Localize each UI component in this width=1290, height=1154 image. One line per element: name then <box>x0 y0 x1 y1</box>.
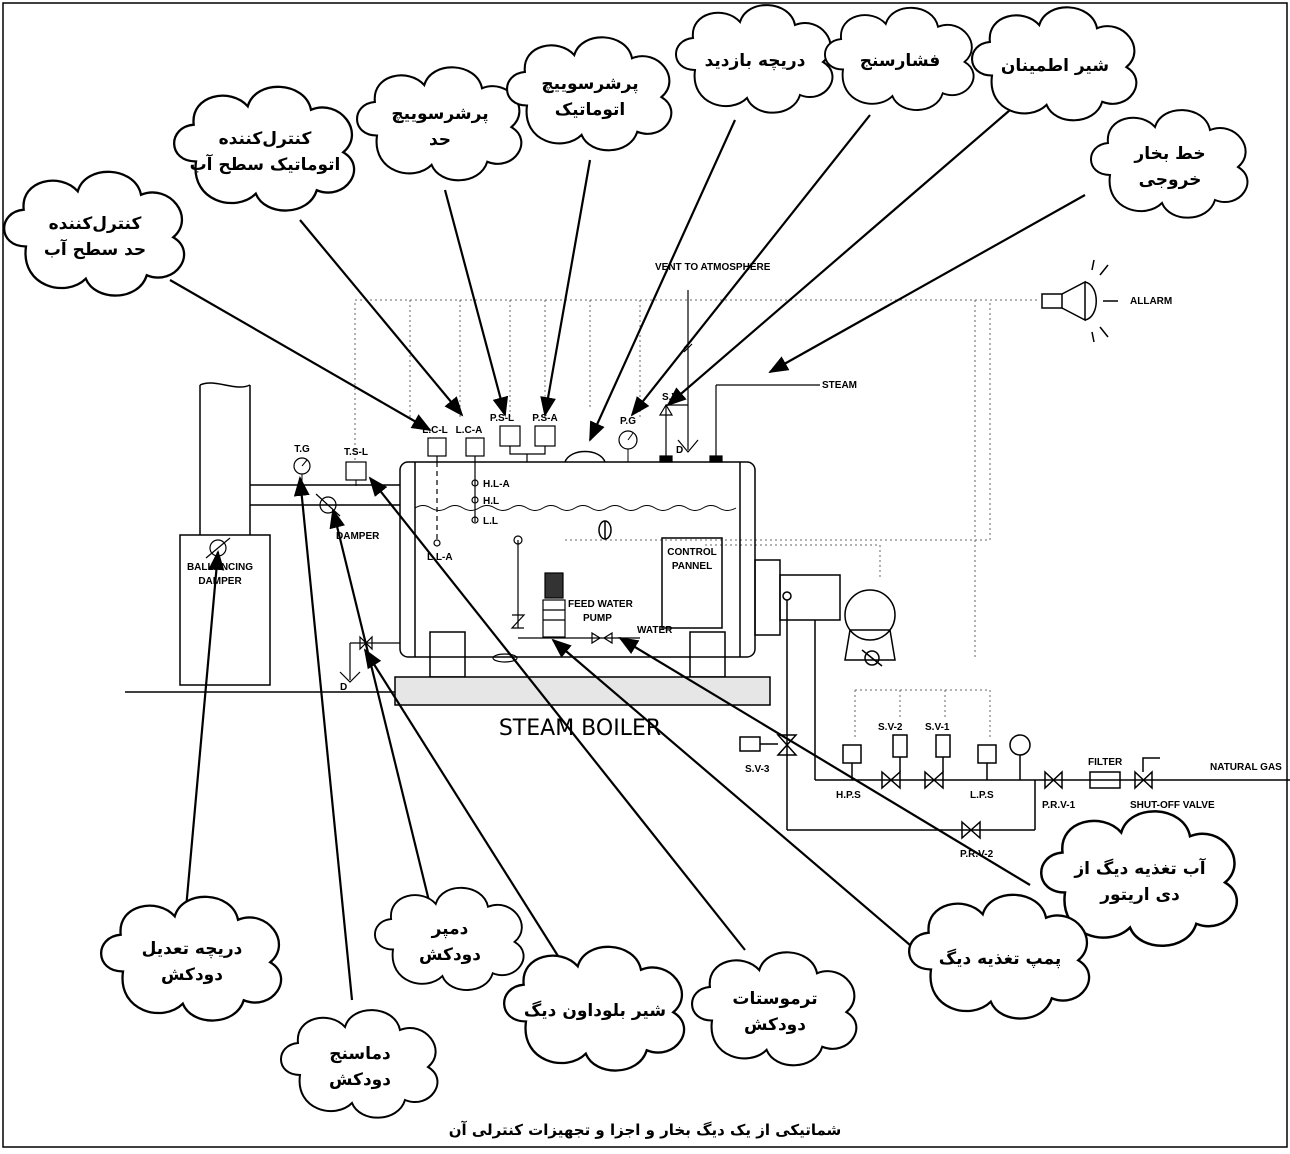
d-label-1: D <box>676 445 683 456</box>
control-pannel-label-2: PANNEL <box>672 561 712 572</box>
callout-text: کنترل‌کننده <box>219 129 312 149</box>
callout-text: دودکش <box>419 945 481 965</box>
ll-label: L.L <box>483 516 498 527</box>
shutoff-label: SHUT-OFF VALVE <box>1130 800 1215 811</box>
callout-text: خط بخار <box>1133 144 1205 164</box>
callout-text: دودکش <box>161 965 223 985</box>
callout-text: دمپر <box>431 919 469 939</box>
leader-arrows <box>169 109 1086 1001</box>
steam-boiler-title: STEAM BOILER <box>499 716 661 741</box>
callout-text: حد سطح آب <box>44 238 146 260</box>
callout-text: آب تغذیه دیگ از <box>1073 857 1206 879</box>
feed-water-label-1: FEED WATER <box>568 599 634 610</box>
stack-thermometer-icon <box>293 457 311 486</box>
callout-text: دریچه تعدیل <box>142 939 243 959</box>
callout-cloud: شیر اطمینان <box>970 6 1138 122</box>
callout-cloud: کنترل‌کننده اتوماتیک سطح آب <box>172 85 356 212</box>
safety-valve <box>658 290 820 463</box>
callout-text: پرشرسوییچ <box>391 104 488 124</box>
callout-cloud: پمپ تغذیه دیگ <box>907 893 1091 1020</box>
stack-damper-icon <box>315 493 341 517</box>
callout-text: دریچه بازدید <box>705 51 806 71</box>
lla-label: L.L-A <box>427 552 453 563</box>
psa-label: P.S-A <box>532 413 557 424</box>
callout-text: شیر اطمینان <box>1001 56 1109 76</box>
allarm-label: ALLARM <box>1130 296 1172 307</box>
callout-text: دودکش <box>329 1070 391 1090</box>
psl-label: P.S-L <box>490 413 514 424</box>
callout-text: خروجی <box>1139 170 1202 190</box>
callout-text: فشارسنج <box>860 51 941 71</box>
callout-text: کنترل‌کننده <box>49 214 142 234</box>
callout-cloud: فشارسنج <box>823 6 975 111</box>
prv1-label: P.R.V-1 <box>1042 800 1076 811</box>
callout-cloud: ترموستات دودکش <box>690 951 858 1067</box>
hl-label: H.L <box>483 496 499 507</box>
callout-text: اتوماتیک سطح آب <box>190 153 341 175</box>
callout-cloud: پرشرسوییچ اتوماتیک <box>505 36 673 152</box>
pressure-switches <box>499 425 556 462</box>
filter-label: FILTER <box>1088 757 1123 768</box>
control-wiring <box>354 299 1040 740</box>
foundation <box>394 676 771 706</box>
tg-label: T.G <box>294 444 310 455</box>
steam-label: STEAM <box>822 380 857 391</box>
boiler-shell <box>399 450 781 678</box>
ballancing-label-1: BALLANCING <box>187 562 253 573</box>
alarm-horn-icon <box>1041 259 1118 343</box>
burner <box>739 574 1290 840</box>
callout-text: پرشرسوییچ <box>541 74 638 94</box>
callout-cloud: کنترل‌کننده حد سطح آب <box>2 170 186 297</box>
level-controllers <box>427 437 485 547</box>
lcl-label: L.C-L <box>422 425 448 436</box>
callout-text: حد <box>429 130 451 150</box>
tsl-label: T.S-L <box>344 447 368 458</box>
callout-text: دی اریتور <box>1099 885 1180 905</box>
sv2-label: S.V-2 <box>878 722 903 733</box>
callout-text: ترموستات <box>732 989 817 1009</box>
vent-label: VENT TO ATMOSPHERE <box>655 262 771 273</box>
callout-clouds: کنترل‌کننده حد سطح آب کنترل‌کننده اتوماتیک … <box>2 4 1249 1119</box>
ballancing-label-2: DAMPER <box>198 576 242 587</box>
natural-gas-label: NATURAL GAS <box>1210 762 1282 773</box>
callout-cloud: دریچه بازدید <box>674 4 834 114</box>
callout-text: پمپ تغذیه دیگ <box>939 948 1062 969</box>
callout-text: دماسنج <box>329 1044 391 1064</box>
callout-cloud: دریچه تعدیل دودکش <box>99 895 283 1022</box>
callout-text: دودکش <box>744 1015 806 1035</box>
lca-label: L.C-A <box>456 425 483 436</box>
sight-glass-icon <box>598 520 612 540</box>
sv3-label: S.V-3 <box>745 764 770 775</box>
lps-label: L.P.S <box>970 790 994 801</box>
feed-water-pump <box>510 535 640 645</box>
callout-cloud: دماسنج دودکش <box>279 1009 439 1119</box>
callout-cloud: دمپر دودکش <box>373 886 525 991</box>
sv1-label: S.V-1 <box>925 722 950 733</box>
control-pannel-label-1: CONTROL <box>667 547 716 558</box>
thermostat-switch-icon <box>345 461 367 486</box>
callout-cloud: آب تغذیه دیگ از دی اریتور <box>1039 810 1239 948</box>
pg-label: P.G <box>620 416 636 427</box>
feed-water-label-2: PUMP <box>583 613 612 624</box>
callout-text: شیر بلوداون دیگ <box>524 1000 666 1021</box>
blowdown-valve <box>339 635 518 683</box>
callout-cloud: شیر بلوداون دیگ <box>502 945 686 1072</box>
callout-cloud: پرشرسوییچ حد <box>355 66 523 182</box>
hps-label: H.P.S <box>836 790 861 801</box>
chimney <box>125 382 400 693</box>
diagram-caption: شماتیکی از یک دیگ بخار و اجزا و تجهیزات … <box>449 1121 842 1139</box>
hla-label: H.L-A <box>483 479 510 490</box>
water-label: WATER <box>637 625 673 636</box>
callout-text: اتوماتیک <box>555 100 626 120</box>
d-label-2: D <box>340 682 347 693</box>
prv2-label: P.R.V-2 <box>960 849 994 860</box>
damper-label: DAMPER <box>336 531 380 542</box>
pressure-gauge-icon <box>618 430 638 462</box>
callout-cloud: خط بخار خروجی <box>1089 109 1249 219</box>
